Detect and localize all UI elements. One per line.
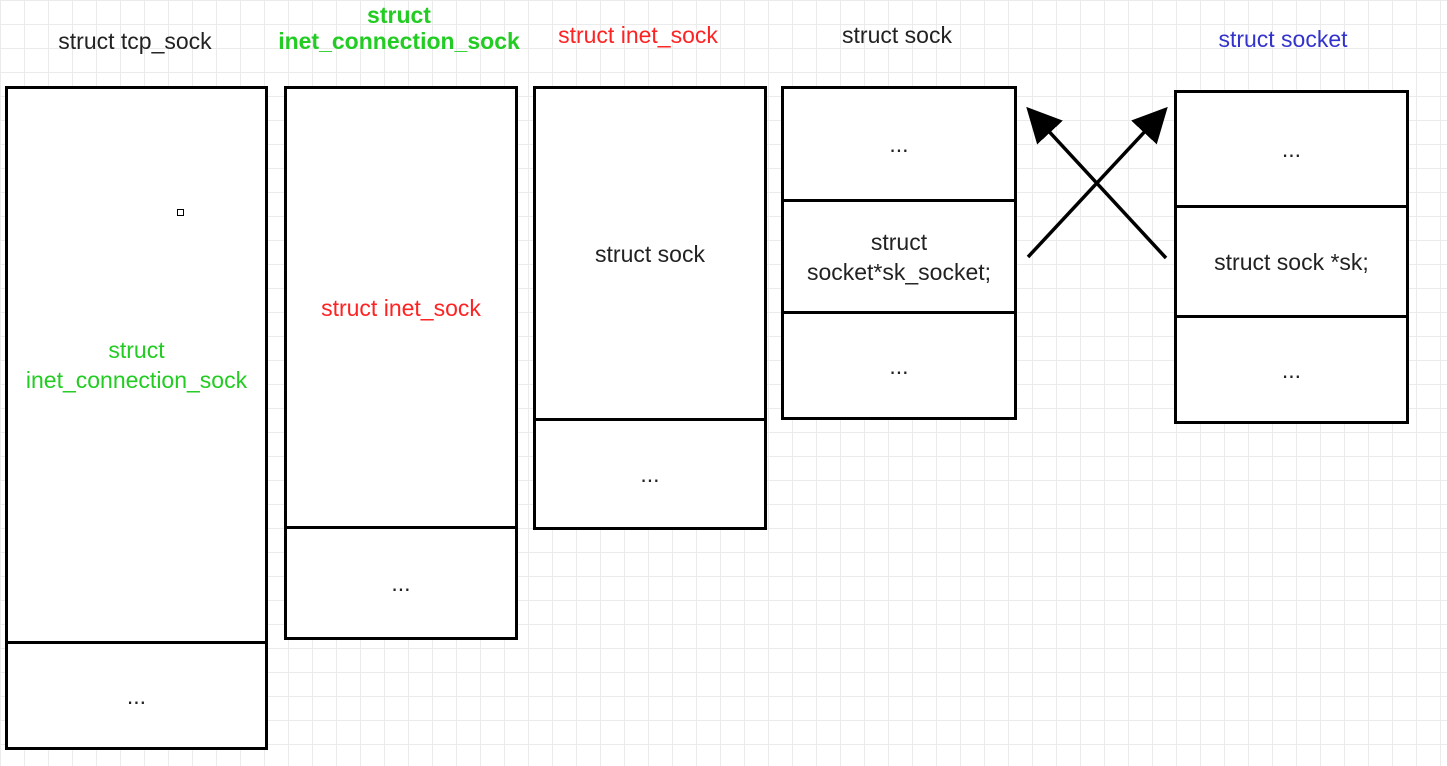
socket-field-bottom: ... bbox=[1177, 315, 1406, 421]
inet-connection-sock-box: struct inet_sock ... bbox=[284, 86, 518, 640]
socket-field-sk: struct sock *sk; bbox=[1177, 205, 1406, 315]
sock-box: ... struct socket*sk_socket; ... bbox=[781, 86, 1017, 420]
selection-marker bbox=[177, 209, 184, 216]
arrow-sk-to-sock bbox=[1026, 106, 1168, 260]
title-tcp-sock: struct tcp_sock bbox=[58, 28, 212, 54]
title-inet-sock: struct inet_sock bbox=[558, 22, 718, 48]
socket-box: ... struct sock *sk; ... bbox=[1174, 90, 1409, 424]
title-sock: struct sock bbox=[842, 22, 952, 48]
icsk-field-inet-sock: struct inet_sock bbox=[321, 294, 481, 321]
icsk-field-rest: ... bbox=[287, 526, 515, 637]
tcp-sock-box: struct inet_connection_sock ... bbox=[5, 86, 268, 750]
socket-field-top: ... bbox=[1281, 136, 1302, 162]
inet-sock-field-rest: ... bbox=[536, 418, 764, 527]
title-socket: struct socket bbox=[1218, 26, 1348, 52]
sock-field-top: ... bbox=[889, 131, 909, 157]
arrow-sk-socket-to-socket bbox=[1026, 106, 1168, 259]
title-inet-connection-sock: struct inet_connection_sock bbox=[278, 2, 520, 54]
sock-field-bottom: ... bbox=[784, 311, 1014, 417]
inet-sock-box: struct sock ... bbox=[533, 86, 767, 530]
sock-field-sk-socket: struct socket*sk_socket; bbox=[784, 199, 1014, 311]
inet-sock-field-sock: struct sock bbox=[595, 240, 705, 267]
tcp-sock-field-icsk: struct inet_connection_sock bbox=[25, 337, 248, 393]
tcp-sock-field-rest: ... bbox=[8, 641, 265, 747]
